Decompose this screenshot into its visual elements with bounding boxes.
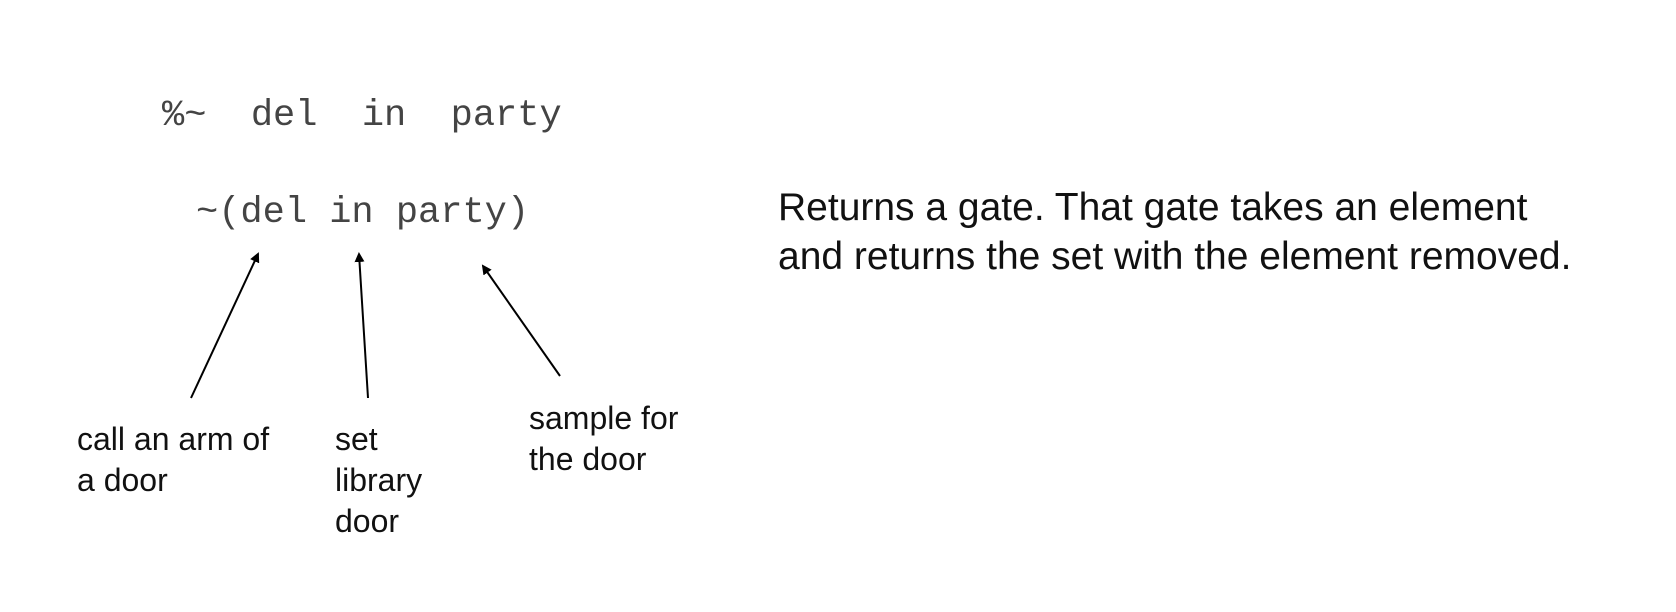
label-line: a door	[77, 462, 168, 498]
description-text: Returns a gate. That gate takes an eleme…	[778, 183, 1638, 281]
label-arm-of-door: call an arm of a door	[77, 419, 307, 501]
label-line: call an arm of	[77, 421, 270, 457]
code-line-irregular: ~(del in party)	[196, 192, 530, 234]
arrow-to-del	[190, 252, 260, 399]
code-line-rune: %~ del in party	[162, 95, 562, 137]
label-line: door	[335, 503, 400, 539]
label-line: the door	[529, 441, 647, 477]
label-line: sample for	[529, 400, 679, 436]
label-line: set	[335, 421, 378, 457]
label-line: library	[335, 462, 423, 498]
description-line: and returns the set with the element rem…	[778, 235, 1572, 278]
arrow-to-party	[481, 264, 561, 377]
arrow-to-in	[354, 252, 369, 399]
label-sample-for-door: sample for the door	[529, 398, 729, 480]
label-set-library-door: set library door	[335, 419, 475, 542]
description-line: Returns a gate. That gate takes an eleme…	[778, 186, 1528, 229]
